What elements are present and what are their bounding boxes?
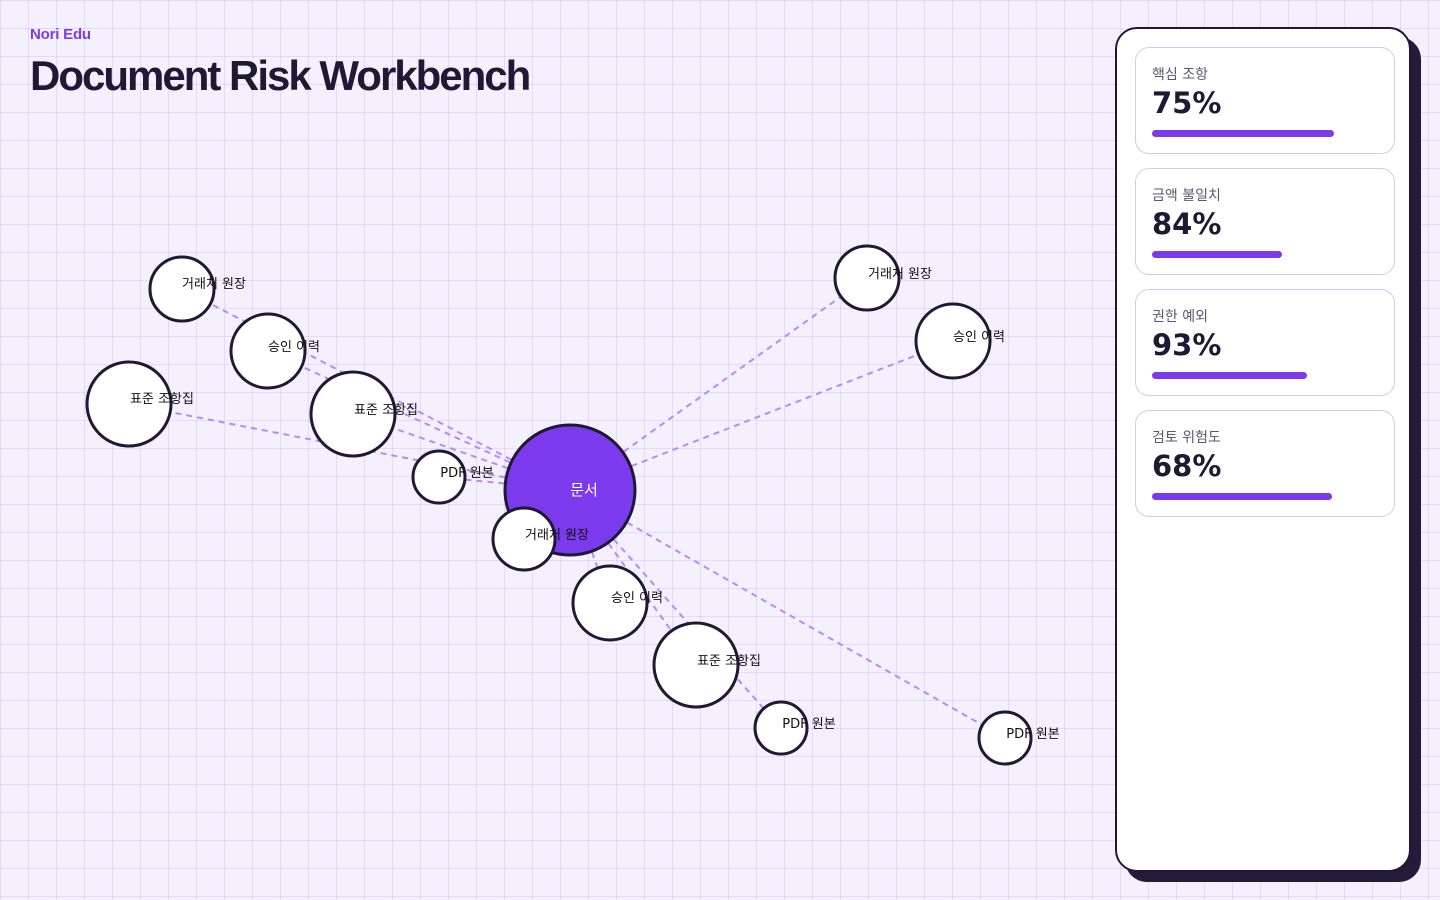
node-label: PDF 원본 — [782, 717, 835, 732]
hub-label: 문서 — [570, 481, 598, 499]
graph-node[interactable]: PDF 원본 — [977, 710, 1060, 766]
metric-value: 93% — [1152, 328, 1222, 362]
metric-card-authority-exception[interactable]: 권한 예외 93% — [1135, 289, 1395, 396]
node-label: 표준 조항집 — [354, 403, 418, 418]
node-label: PDF 원본 — [440, 466, 493, 481]
node-circle — [411, 449, 467, 505]
node-label: 거래처 원장 — [182, 277, 246, 292]
metric-label: 권한 예외 — [1152, 309, 1208, 325]
graph-node[interactable]: 승인 이력 — [229, 312, 320, 390]
metric-label: 검토 위험도 — [1152, 430, 1221, 446]
document-graph: 문서 거래처 원장 승인 이력 표준 조항집 표준 조항집 PDF 원본 거래처… — [85, 244, 1060, 766]
graph-node[interactable]: 승인 이력 — [914, 302, 1005, 380]
edge-n9 — [569, 340, 954, 491]
node-label: 표준 조항집 — [130, 392, 194, 407]
metric-card-review-risk[interactable]: 검토 위험도 68% — [1135, 410, 1395, 517]
metric-progress-bar — [1152, 130, 1334, 137]
edge-n11 — [569, 489, 782, 729]
graph-node[interactable]: 표준 조항집 — [309, 370, 418, 458]
graph-node[interactable]: 거래처 원장 — [833, 244, 932, 312]
node-label: 승인 이력 — [953, 330, 1005, 345]
graph-node[interactable]: 승인 이력 — [571, 564, 663, 642]
metric-card-amount-mismatch[interactable]: 금액 불일치 84% — [1135, 168, 1395, 275]
node-label: 승인 이력 — [611, 591, 663, 606]
node-circle — [491, 506, 557, 572]
brand-name: Nori Edu — [30, 26, 91, 43]
node-circle — [833, 244, 901, 312]
node-circle — [753, 700, 809, 756]
node-circle — [652, 621, 740, 709]
graph-node[interactable]: PDF 원본 — [411, 449, 494, 505]
graph-node[interactable]: 표준 조항집 — [85, 360, 194, 448]
metric-value: 84% — [1152, 207, 1222, 241]
node-circle — [977, 710, 1033, 766]
page-title: Document Risk Workbench — [30, 52, 531, 99]
graph-node[interactable]: 표준 조항집 — [652, 621, 761, 709]
metric-progress-bar — [1152, 251, 1282, 258]
metric-progress-bar — [1152, 493, 1332, 500]
graph-node[interactable]: PDF 원본 — [753, 700, 836, 756]
graph-node[interactable]: 거래처 원장 — [491, 506, 589, 572]
metric-value: 75% — [1152, 86, 1222, 120]
metric-label: 금액 불일치 — [1152, 188, 1221, 204]
node-label: PDF 원본 — [1006, 727, 1059, 742]
node-label: 승인 이력 — [268, 340, 320, 355]
metric-value: 68% — [1152, 449, 1222, 483]
metrics-panel: 핵심 조항 75% 금액 불일치 84% 권한 예외 93% 검토 위험도 68… — [1115, 27, 1411, 872]
node-circle — [229, 312, 307, 390]
node-circle — [148, 255, 216, 323]
metric-progress-bar — [1152, 372, 1307, 379]
node-circle — [85, 360, 173, 448]
node-circle — [309, 370, 397, 458]
metric-label: 핵심 조항 — [1152, 67, 1208, 83]
node-label: 거래처 원장 — [868, 267, 932, 282]
node-label: 표준 조항집 — [697, 654, 761, 669]
node-label: 거래처 원장 — [525, 528, 589, 543]
metric-card-core-clauses[interactable]: 핵심 조항 75% — [1135, 47, 1395, 154]
node-circle — [914, 302, 992, 380]
graph-node[interactable]: 거래처 원장 — [148, 255, 246, 323]
node-circle — [571, 564, 649, 642]
